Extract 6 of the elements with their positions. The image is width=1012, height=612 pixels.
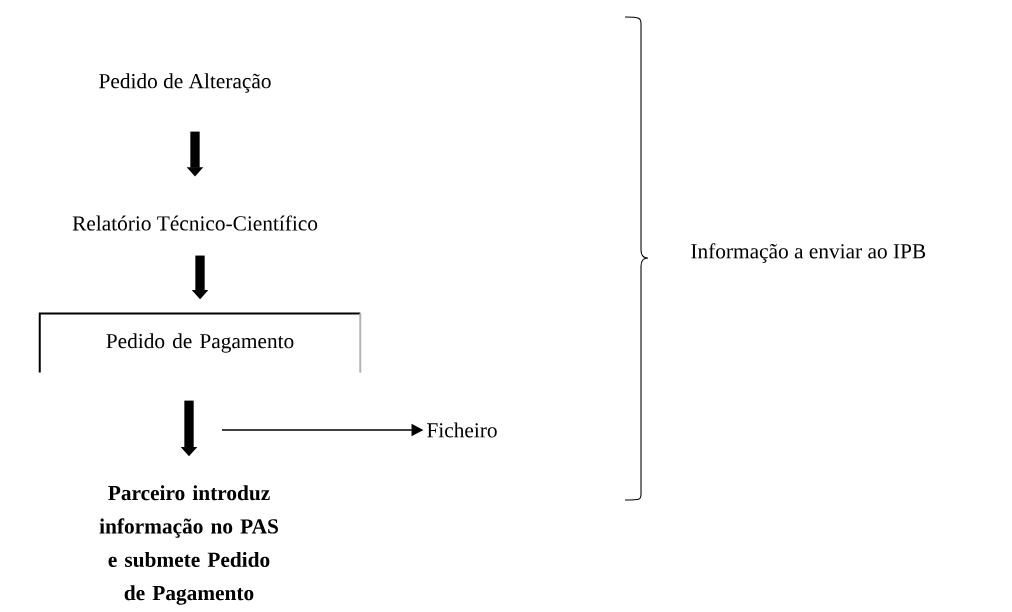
step-text: Relatório Técnico-Científico: [72, 215, 318, 231]
step-text: Pedido de Alteração: [99, 73, 271, 93]
process-box: Pedido de Pagamento: [38, 312, 362, 374]
step-text: Parceiro introduz informação no PAS e submete Pedido de Pagamento: [99, 485, 278, 605]
brace-label: Informação a enviar ao IPB: [691, 243, 926, 263]
step-text: Ficheiro: [427, 422, 497, 438]
